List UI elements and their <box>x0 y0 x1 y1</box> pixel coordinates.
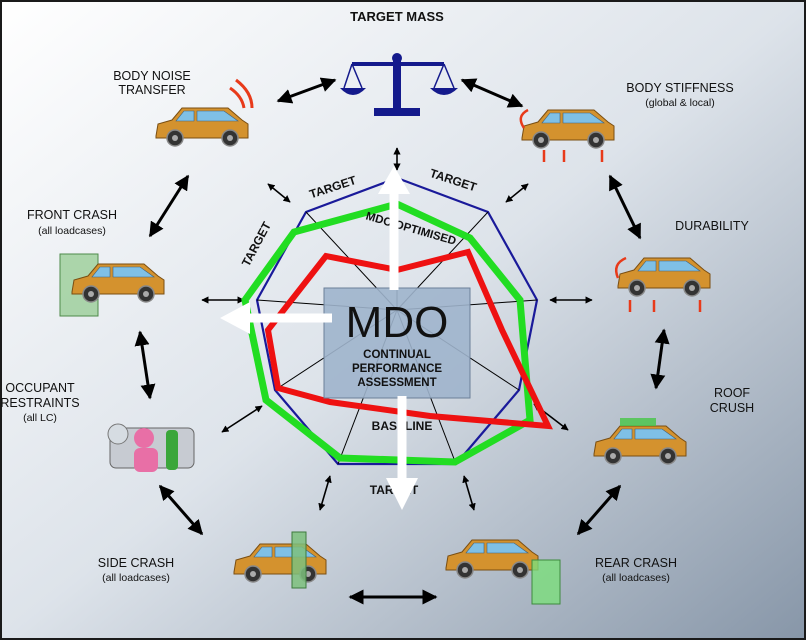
node-label-occupant: RESTRAINTS <box>0 396 79 410</box>
node-label-side-crash: SIDE CRASH <box>98 556 174 570</box>
node-label-roof: ROOF <box>714 386 750 400</box>
cycle-arrow <box>148 174 190 238</box>
center-box <box>323 287 471 399</box>
cycle-arrow <box>576 484 622 536</box>
cycle-arrow <box>134 330 156 400</box>
occupant-restraints-icon <box>107 423 195 472</box>
node-sub-occupant: (all LC) <box>23 412 57 424</box>
scale-icon <box>340 53 458 116</box>
diagram-title: TARGET MASS <box>350 9 444 24</box>
mdo-arrows <box>220 166 418 510</box>
car-icon-side-crash <box>233 531 327 589</box>
node-sub-body-stiffness: (global & local) <box>645 97 714 109</box>
car-icon-rear-crash <box>445 539 561 605</box>
node-label-body-noise: BODY NOISE <box>113 69 191 83</box>
node-label-body-stiffness: BODY STIFFNESS <box>626 81 733 95</box>
cycle-arrow <box>158 484 204 536</box>
node-label-body-noise: TRANSFER <box>118 83 185 97</box>
car-icon-front-crash <box>59 253 165 317</box>
center-line: ASSESSMENT <box>357 377 436 389</box>
target-polygon <box>255 176 539 466</box>
car-icon-durability <box>615 256 711 312</box>
cycle-arrows <box>134 77 670 605</box>
node-labels: BODY NOISE TRANSFER BODY STIFFNESS (glob… <box>0 69 754 584</box>
car-icon-roof-crush <box>593 418 687 465</box>
cycle-arrow <box>460 78 524 108</box>
center-title: MDO <box>346 298 449 347</box>
car-icon-body-stiffness <box>519 108 615 162</box>
node-label-durability: DURABILITY <box>675 219 749 233</box>
node-sub-rear-crash: (all loadcases) <box>602 572 670 584</box>
baseline-polygon <box>264 248 553 430</box>
center-line: PERFORMANCE <box>352 363 442 375</box>
cycle-arrow <box>608 174 642 240</box>
node-sub-front-crash: (all loadcases) <box>38 225 106 237</box>
node-label-occupant: OCCUPANT <box>5 381 75 395</box>
car-icon-body-noise <box>155 78 254 147</box>
cycle-arrow <box>276 77 337 104</box>
spoke-end-arrows <box>201 147 593 511</box>
center-line: CONTINUAL <box>363 349 431 361</box>
node-label-front-crash: FRONT CRASH <box>27 208 117 222</box>
node-sub-side-crash: (all loadcases) <box>102 572 170 584</box>
cycle-arrow <box>650 328 670 390</box>
node-label-roof: CRUSH <box>710 401 754 415</box>
node-label-rear-crash: REAR CRASH <box>595 556 677 570</box>
